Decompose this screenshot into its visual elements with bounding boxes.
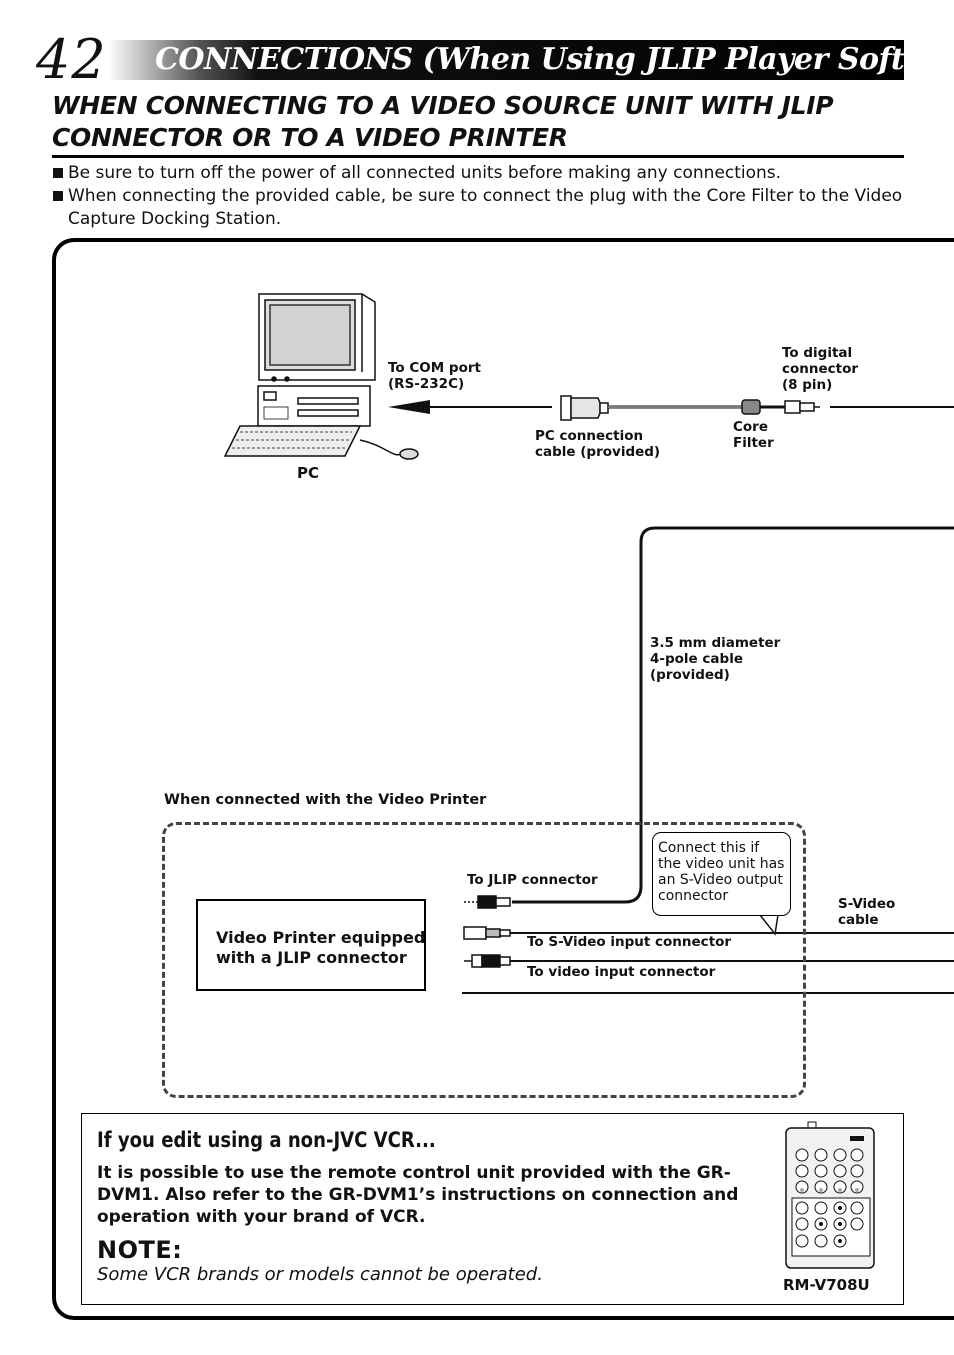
jlip-connector-label: To JLIP connector: [467, 872, 598, 888]
four-pole-cable: [512, 526, 954, 904]
pc-cable-label: PC connection cable (provided): [535, 428, 661, 460]
svideo-plug: [463, 926, 954, 940]
digital-connector-label: To digital connector (8 pin): [782, 345, 859, 393]
note-text: Some VCR brands or models cannot be oper…: [97, 1264, 543, 1285]
remote-model-label: RM-V708U: [783, 1276, 870, 1294]
svideo-cable-label: S-Video cable: [838, 896, 896, 928]
video-input-label: To video input connector: [527, 964, 716, 980]
section-heading: WHEN CONNECTING TO A VIDEO SOURCE UNIT W…: [52, 91, 834, 152]
video-printer-box: [196, 899, 426, 991]
video-printer-caption: When connected with the Video Printer: [164, 792, 487, 808]
bullet-item: Be sure to turn off the power of all con…: [52, 162, 912, 185]
video-printer-label: Video Printer equipped with a JLIP conne…: [216, 928, 426, 967]
non-jvc-vcr-heading: If you edit using a non-JVC VCR...: [97, 1128, 436, 1152]
pc-illustration: [223, 293, 419, 460]
diagram-frame: [52, 238, 954, 1320]
pc-connection-cable: [560, 395, 820, 421]
page-title: CONNECTIONS (When Using JLIP Player Soft…: [155, 42, 954, 77]
heading-rule: [52, 155, 904, 158]
video-plug: [464, 954, 954, 968]
svideo-input-label: To S-Video input connector: [527, 934, 732, 950]
video-printer-group: [162, 822, 806, 1098]
com-port-arrow: [388, 400, 552, 414]
bullet-item: When connecting the provided cable, be s…: [52, 185, 912, 231]
note-label: NOTE:: [97, 1236, 183, 1264]
jlip-plug: [464, 895, 511, 909]
four-pole-cable-label: 3.5 mm diameter 4-pole cable (provided): [650, 635, 781, 683]
non-jvc-vcr-box: [81, 1113, 904, 1305]
pc-label: PC: [297, 464, 320, 482]
bullet-list: Be sure to turn off the power of all con…: [52, 162, 912, 231]
non-jvc-vcr-body: It is possible to use the remote control…: [97, 1163, 739, 1227]
svideo-callout: Connect this if the video unit has an S-…: [652, 832, 791, 916]
callout-pointer: [759, 914, 779, 936]
com-port-label: To COM port (RS-232C): [388, 360, 481, 392]
title-bar: [108, 40, 904, 80]
core-filter-label: Core Filter: [733, 419, 774, 451]
page-number: 42: [36, 28, 107, 91]
remote-control-icon: [785, 1121, 875, 1269]
